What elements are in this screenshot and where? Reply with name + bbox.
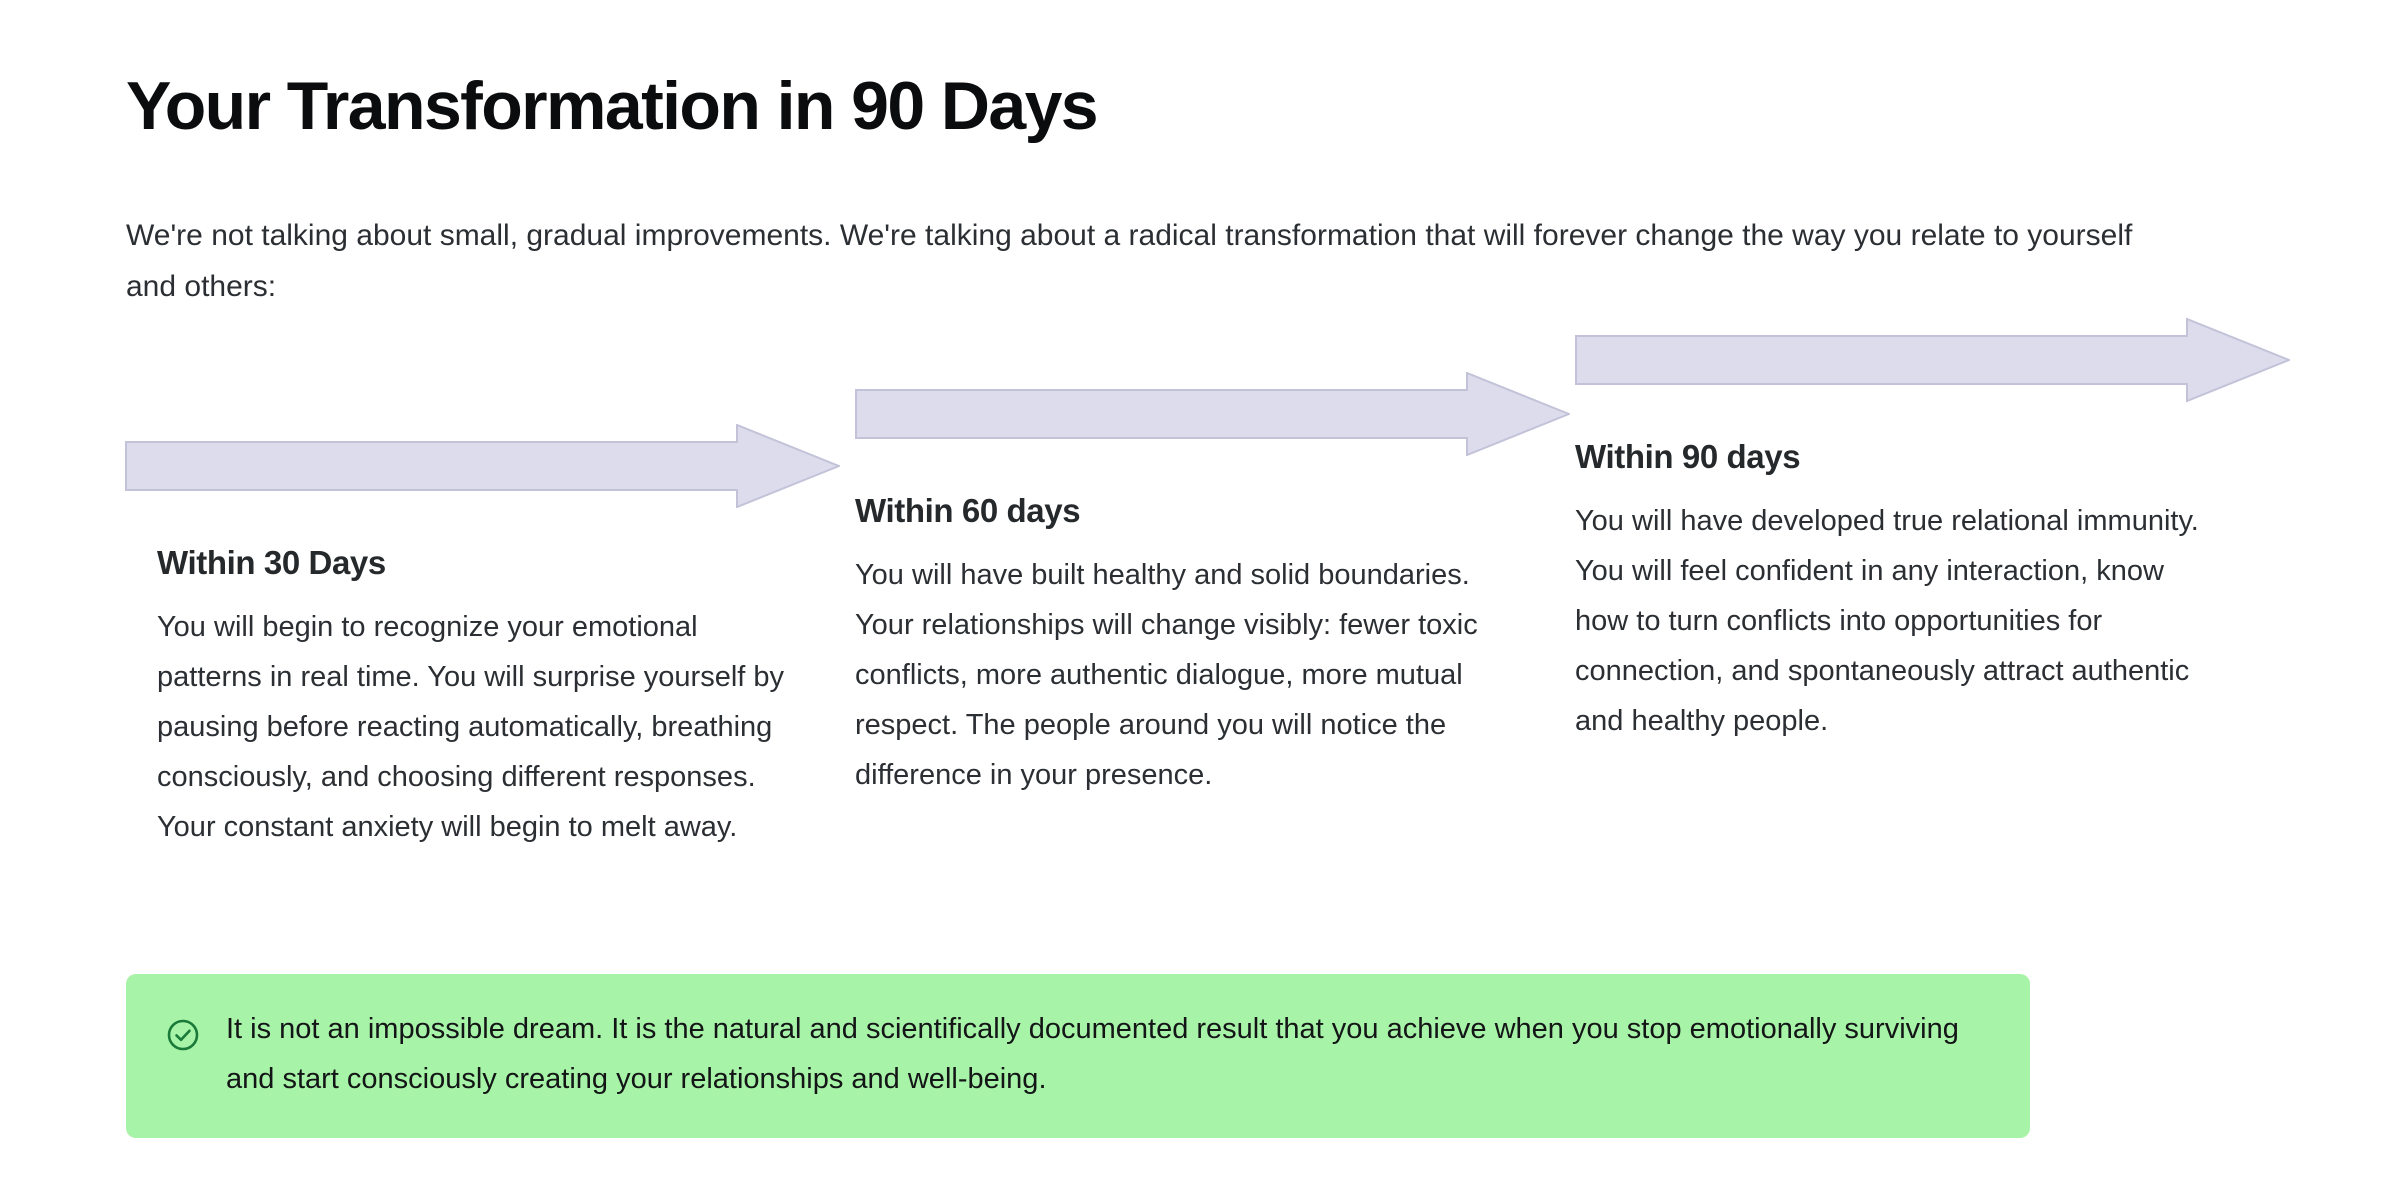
callout-text: It is not an impossible dream. It is the… xyxy=(226,1013,1959,1095)
success-callout: It is not an impossible dream. It is the… xyxy=(126,974,2030,1138)
timeline-step-30-days: Within 30 Days You will begin to recogni… xyxy=(125,424,840,852)
right-arrow-icon xyxy=(855,372,1570,456)
right-arrow-icon xyxy=(1575,318,2290,402)
timeline-step-body: You will have developed true relational … xyxy=(1575,505,2199,737)
timeline-step-heading: Within 30 Days xyxy=(157,544,386,581)
timeline-step-body: You will have built healthy and solid bo… xyxy=(855,559,1478,791)
timeline-step-body: You will begin to recognize your emotion… xyxy=(157,611,785,843)
intro-paragraph: We're not talking about small, gradual i… xyxy=(126,219,2133,303)
timeline-step-heading: Within 90 days xyxy=(1575,438,1801,475)
timeline-step-heading: Within 60 days xyxy=(855,492,1081,529)
right-arrow-icon xyxy=(125,424,840,508)
timeline-step-90-days: Within 90 days You will have developed t… xyxy=(1575,318,2290,746)
timeline-columns: Within 30 Days You will begin to recogni… xyxy=(125,318,2290,852)
page-title: Your Transformation in 90 Days xyxy=(126,67,1099,144)
timeline-step-60-days: Within 60 days You will have built healt… xyxy=(855,372,1570,800)
check-circle-icon xyxy=(166,1018,200,1052)
